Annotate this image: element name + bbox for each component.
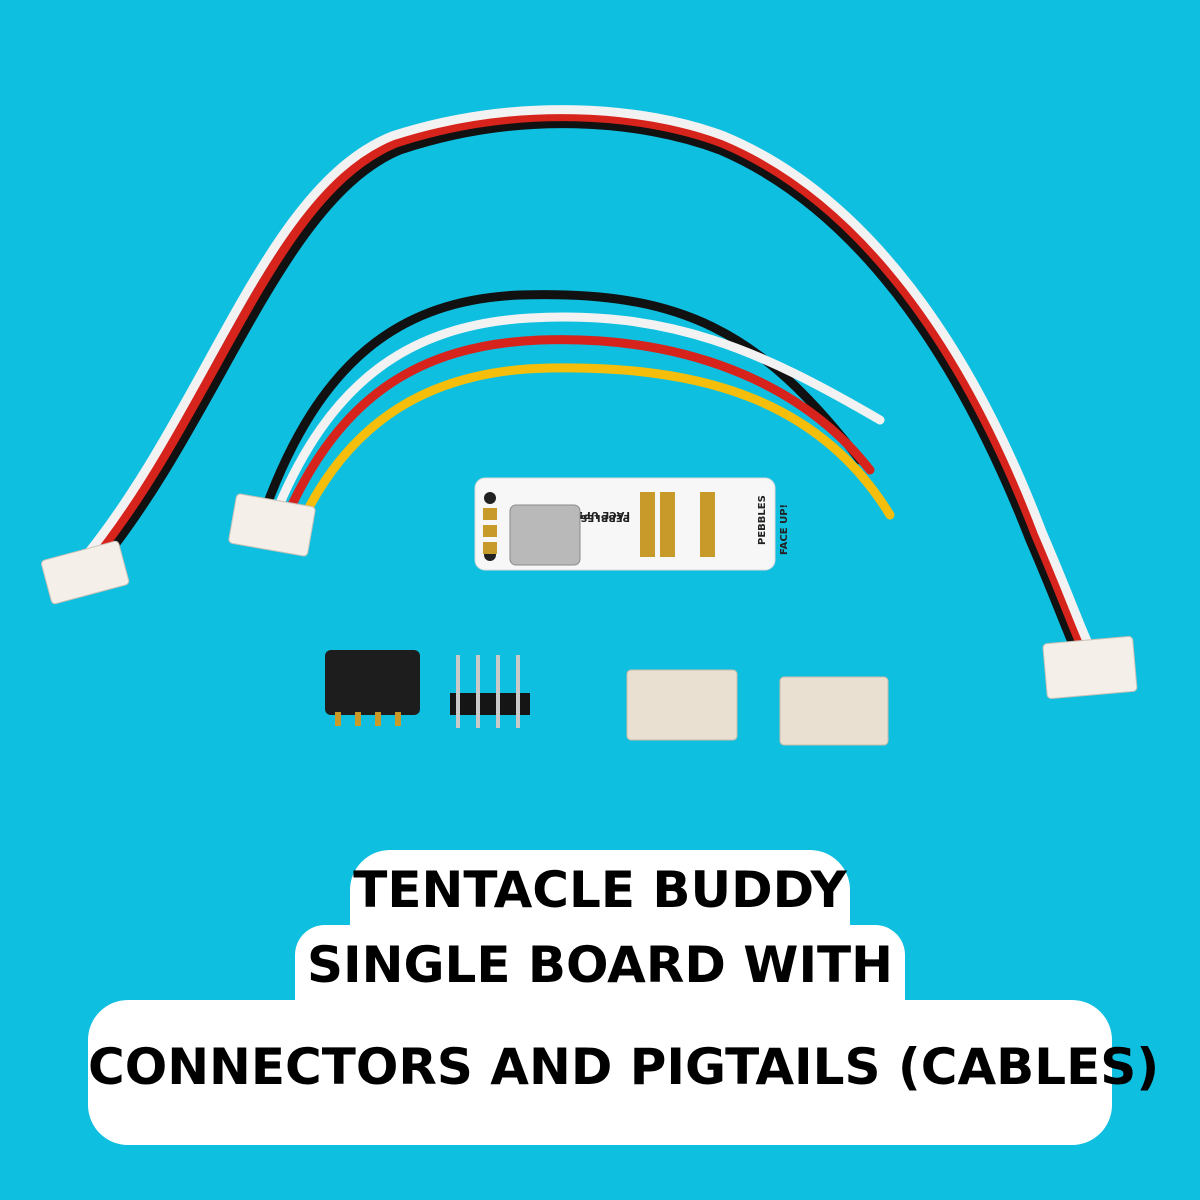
cable-connector-right	[1042, 636, 1138, 699]
cable-connector-short	[228, 493, 316, 557]
short-cable	[260, 290, 895, 530]
pcb-label-a: PEBBLES	[580, 512, 630, 523]
pcb-label-c: PEBBLES	[757, 495, 768, 545]
pcb-label-d: FACE UP!	[779, 504, 790, 555]
caption-detail: CONNECTORS AND PIGTAILS (CABLES)	[88, 1000, 1159, 1145]
long-cable	[76, 105, 1097, 665]
cable-connector-left	[41, 540, 130, 605]
caption-subtitle: SINGLE BOARD WITH	[295, 925, 905, 1005]
usb-c-port	[509, 504, 581, 566]
caption-title: TENTACLE BUDDY	[350, 850, 850, 930]
pcb-board: PEBBLES FACE UP! PEBBLES FACE UP!	[474, 477, 790, 571]
jst-socket-right	[779, 676, 889, 746]
jst-socket-left	[626, 669, 738, 741]
female-header	[325, 650, 420, 726]
pcb-label-b: FACE UP!	[579, 509, 630, 520]
male-pin-header	[450, 655, 530, 728]
